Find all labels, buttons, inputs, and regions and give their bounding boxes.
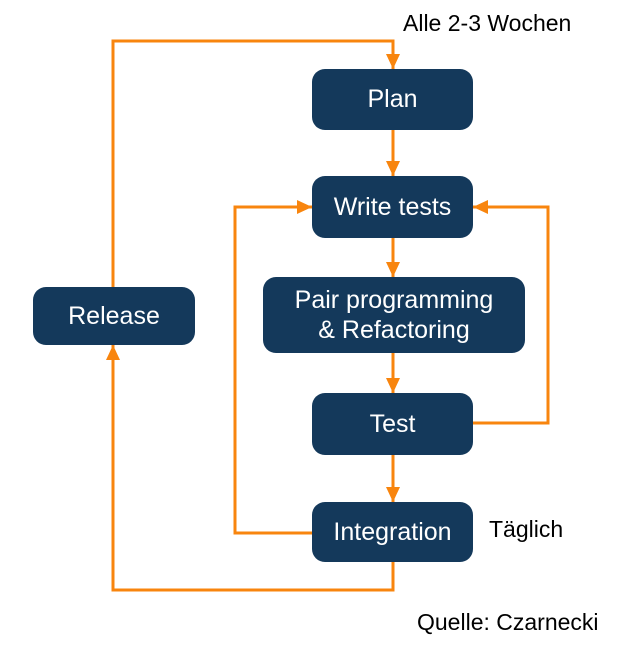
arrow-integration-to-write-tests	[233, 200, 312, 535]
daily-frequency-label: Täglich	[489, 516, 564, 542]
node-plan: Plan	[312, 69, 473, 130]
node-integration-label: Integration	[333, 517, 452, 546]
node-test-label: Test	[369, 409, 416, 438]
node-test: Test	[312, 393, 473, 455]
node-pair-programming-label-line2: & Refactoring	[318, 316, 470, 344]
node-release: Release	[33, 287, 195, 345]
arrow-test-to-write-tests	[473, 200, 550, 425]
node-integration: Integration	[312, 502, 473, 562]
node-plan-label: Plan	[367, 85, 418, 114]
node-write-tests-label: Write tests	[333, 192, 452, 221]
node-write-tests: Write tests	[312, 176, 473, 238]
node-pair-programming: Pair programming & Refactoring	[263, 277, 525, 353]
arrow-integration-to-release	[106, 345, 395, 592]
source-credit-label: Quelle: Czarnecki	[417, 609, 599, 635]
cycle-frequency-label: Alle 2-3 Wochen	[403, 10, 572, 36]
node-release-label: Release	[68, 301, 160, 330]
node-pair-programming-label-line1: Pair programming	[294, 285, 494, 314]
arrow-release-to-plan	[111, 39, 400, 287]
